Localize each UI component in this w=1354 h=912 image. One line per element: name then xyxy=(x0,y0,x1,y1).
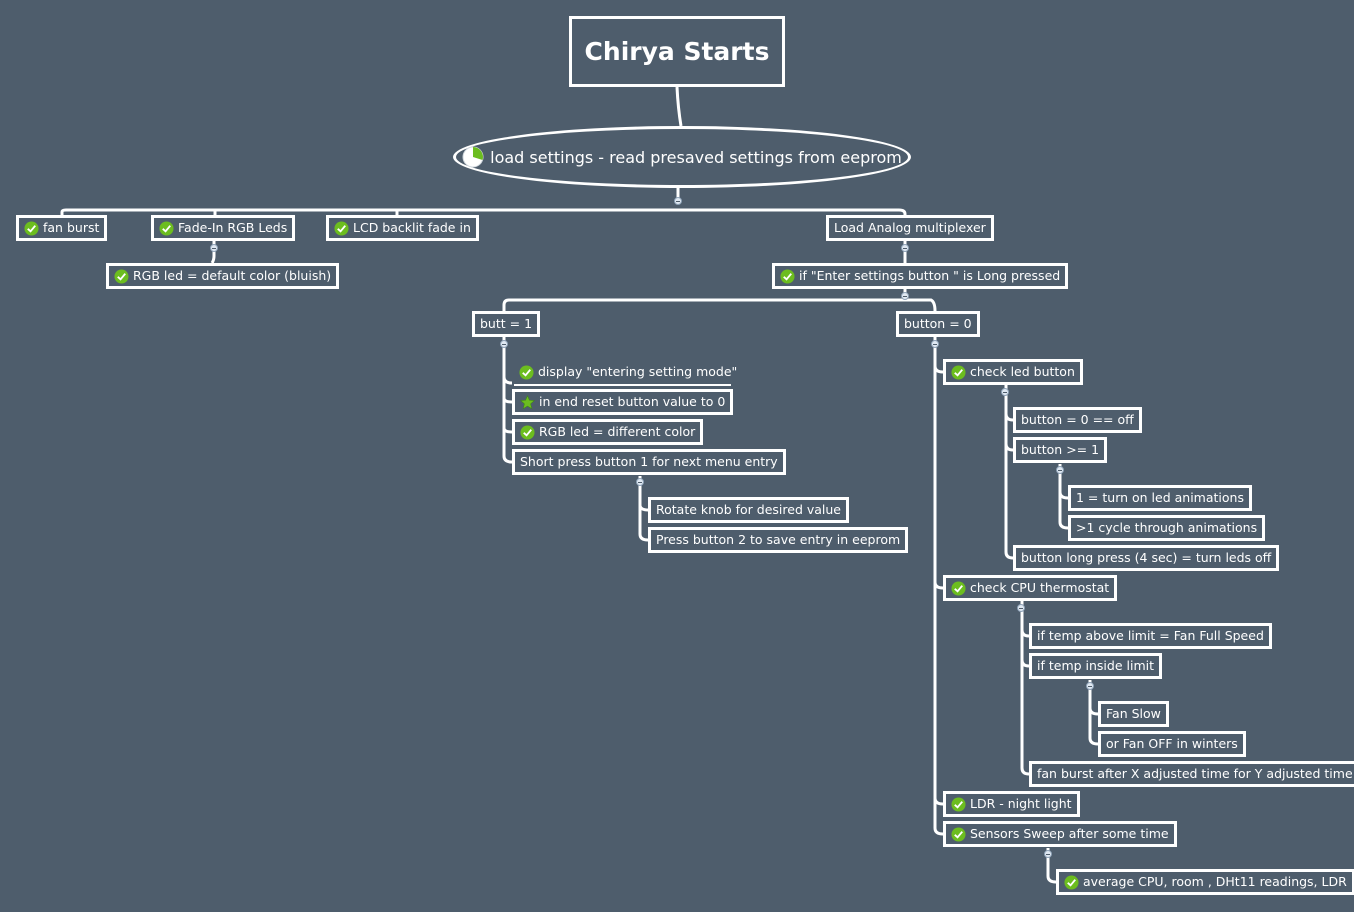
node-label: fan burst xyxy=(43,220,100,235)
node-label: if "Enter settings button " is Long pres… xyxy=(799,268,1061,283)
collapse-toggle-sensors-sweep[interactable] xyxy=(1044,850,1052,858)
node-label: if temp above limit = Fan Full Speed xyxy=(1037,628,1264,643)
node-label: butt = 1 xyxy=(480,316,533,331)
node-fade-in-rgb[interactable]: Fade-In RGB Leds xyxy=(151,215,296,241)
node-label: LCD backlit fade in xyxy=(353,220,471,235)
node-label: button long press (4 sec) = turn leds of… xyxy=(1021,550,1272,565)
node-label: Rotate knob for desired value xyxy=(656,502,841,517)
node-long-press-off[interactable]: button long press (4 sec) = turn leds of… xyxy=(1013,545,1280,571)
check-icon xyxy=(114,268,129,284)
node-label: Sensors Sweep after some time xyxy=(970,826,1169,841)
node-load-analog[interactable]: Load Analog multiplexer xyxy=(826,215,994,241)
collapse-toggle-butt-1[interactable] xyxy=(500,340,508,348)
node-label: Fan Slow xyxy=(1106,706,1161,721)
node-label: button >= 1 xyxy=(1021,442,1100,457)
node-label: display "entering setting mode" xyxy=(538,364,738,379)
node-rgb-different[interactable]: RGB led = different color xyxy=(512,419,704,445)
check-icon xyxy=(1064,874,1079,890)
node-label: check led button xyxy=(970,364,1075,379)
check-icon xyxy=(334,220,349,236)
main-topic-text: load settings - read presaved settings f… xyxy=(490,147,902,167)
node-button-0[interactable]: button = 0 xyxy=(896,311,980,337)
node-label: Fade-In RGB Leds xyxy=(178,220,288,235)
node-fan-slow[interactable]: Fan Slow xyxy=(1098,701,1169,727)
node-label: Load Analog multiplexer xyxy=(834,220,986,235)
node-label: Press button 2 to save entry in eeprom xyxy=(656,532,901,547)
collapse-toggle-button-0[interactable] xyxy=(931,340,939,348)
collapse-toggle-button-ge-1[interactable] xyxy=(1056,466,1064,474)
node-label: Short press button 1 for next menu entry xyxy=(520,454,778,469)
node-lcd-backlit[interactable]: LCD backlit fade in xyxy=(326,215,479,241)
node-label: in end reset button value to 0 xyxy=(539,394,726,409)
check-icon xyxy=(951,796,966,812)
node-turn-on-anim[interactable]: 1 = turn on led animations xyxy=(1068,485,1252,511)
node-fan-off-winters[interactable]: or Fan OFF in winters xyxy=(1098,731,1246,757)
node-press-button2[interactable]: Press button 2 to save entry in eeprom xyxy=(648,527,909,553)
node-button-eq-off[interactable]: button = 0 == off xyxy=(1013,407,1142,433)
node-label: LDR - night light xyxy=(970,796,1072,811)
node-rotate-knob[interactable]: Rotate knob for desired value xyxy=(648,497,849,523)
node-label: fan burst after X adjusted time for Y ad… xyxy=(1037,766,1353,781)
collapse-toggle-check-cpu[interactable] xyxy=(1017,604,1025,612)
collapse-toggle-short-press[interactable] xyxy=(636,478,644,486)
node-butt-1[interactable]: butt = 1 xyxy=(472,311,541,337)
node-button-ge-1[interactable]: button >= 1 xyxy=(1013,437,1108,463)
node-label: 1 = turn on led animations xyxy=(1076,490,1244,505)
node-label: button = 0 xyxy=(904,316,972,331)
check-icon xyxy=(519,364,534,380)
node-sensors-sweep[interactable]: Sensors Sweep after some time xyxy=(943,821,1177,847)
node-rgb-default[interactable]: RGB led = default color (bluish) xyxy=(106,263,340,289)
check-icon xyxy=(780,268,795,284)
collapse-toggle-temp-inside[interactable] xyxy=(1086,682,1094,690)
check-icon xyxy=(520,424,535,440)
node-short-press[interactable]: Short press button 1 for next menu entry xyxy=(512,449,786,475)
node-temp-inside[interactable]: if temp inside limit xyxy=(1029,653,1162,679)
node-check-led[interactable]: check led button xyxy=(943,359,1083,385)
node-cycle-anim[interactable]: >1 cycle through animations xyxy=(1068,515,1266,541)
node-if-enter-settings[interactable]: if "Enter settings button " is Long pres… xyxy=(772,263,1069,289)
node-label: RGB led = default color (bluish) xyxy=(133,268,332,283)
check-icon xyxy=(159,220,174,236)
node-label: average CPU, room , DHt11 readings, LDR xyxy=(1083,874,1347,889)
node-display-entering[interactable]: display "entering setting mode" xyxy=(514,360,737,386)
node-ldr-night[interactable]: LDR - night light xyxy=(943,791,1080,817)
check-icon xyxy=(951,580,966,596)
node-check-cpu[interactable]: check CPU thermostat xyxy=(943,575,1118,601)
star-icon xyxy=(520,394,535,409)
node-label: check CPU thermostat xyxy=(970,580,1110,595)
collapse-toggle-load-analog[interactable] xyxy=(901,244,909,252)
progress-pie-icon xyxy=(462,146,484,168)
root-title: Chirya Starts xyxy=(584,37,770,66)
node-fan-burst[interactable]: fan burst xyxy=(16,215,108,241)
collapse-toggle-fade-in[interactable] xyxy=(210,244,218,252)
collapse-toggle-if-enter[interactable] xyxy=(901,292,909,300)
main-topic-node[interactable]: load settings - read presaved settings f… xyxy=(453,126,911,188)
node-temp-above[interactable]: if temp above limit = Fan Full Speed xyxy=(1029,623,1272,649)
node-label: RGB led = different color xyxy=(539,424,696,439)
node-in-end-reset[interactable]: in end reset button value to 0 xyxy=(512,389,734,415)
collapse-toggle-check-led[interactable] xyxy=(1001,388,1009,396)
check-icon xyxy=(24,220,39,236)
root-node[interactable]: Chirya Starts xyxy=(569,16,785,87)
node-label: or Fan OFF in winters xyxy=(1106,736,1238,751)
node-average-cpu[interactable]: average CPU, room , DHt11 readings, LDR xyxy=(1056,869,1354,895)
collapse-toggle-main[interactable] xyxy=(674,197,682,205)
node-fan-burst-after[interactable]: fan burst after X adjusted time for Y ad… xyxy=(1029,761,1354,787)
node-label: >1 cycle through animations xyxy=(1076,520,1258,535)
node-label: if temp inside limit xyxy=(1037,658,1154,673)
node-label: button = 0 == off xyxy=(1021,412,1134,427)
check-icon xyxy=(951,826,966,842)
check-icon xyxy=(951,364,966,380)
